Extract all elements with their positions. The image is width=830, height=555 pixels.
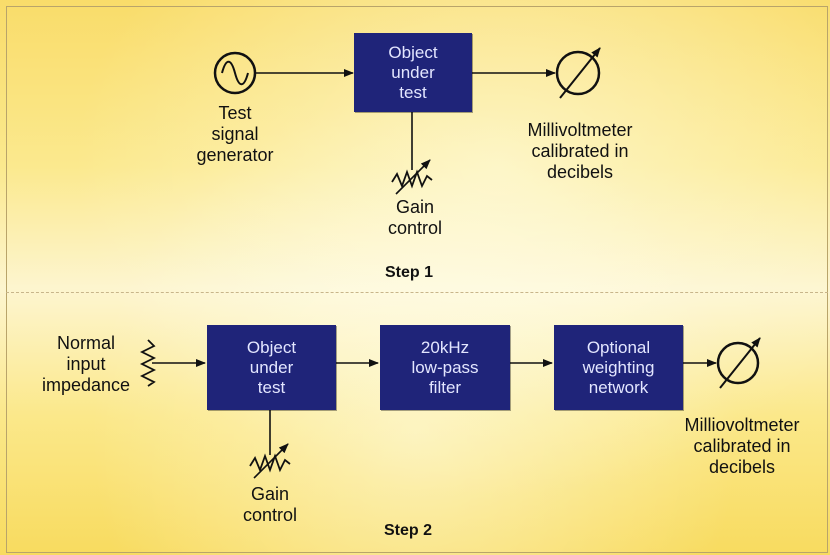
label-line: Gain [250,484,290,504]
label-line: control [242,505,298,525]
box-line: weighting [582,357,655,377]
label-line: decibels [708,457,776,477]
normal-input-impedance-label: Normal input impedance [36,333,136,396]
label-line: calibrated in [531,141,629,161]
label-line: Normal [56,333,115,353]
box-line: under [249,357,294,377]
milliovoltmeter-label: Milliovoltmeter calibrated in decibels [672,415,812,478]
gain-control-label: Gain control [240,484,300,526]
millivoltmeter-label: Millivoltmeter calibrated in decibels [515,120,645,183]
box-line: test [399,82,427,102]
label-line: generator [196,145,274,165]
variable-resistor-icon [249,443,291,479]
box-line: network [588,377,649,397]
box-line: Optional [586,337,651,357]
label-line: Millivoltmeter [527,120,633,140]
meter-icon [716,337,761,389]
label-line: control [387,218,443,238]
variable-resistor-icon [391,159,433,195]
step-divider [6,292,828,293]
step-2-title: Step 2 [384,522,433,539]
label-line: Gain [395,197,435,217]
test-signal-generator-label: Test signal generator [195,103,275,166]
gain-control-label: Gain control [385,197,445,239]
box-line: 20kHz [420,337,470,357]
label-line: impedance [41,375,131,395]
box-line: under [391,62,435,82]
label-line: decibels [546,162,614,182]
label-line: Test [218,103,252,123]
step-1-title: Step 1 [385,264,434,281]
label-line: input [66,354,106,374]
weighting-network-box: Optional weighting network [554,325,683,410]
diagram-frame [6,6,828,553]
impedance-zigzag-icon [139,339,157,387]
label-line: Milliovoltmeter [684,415,800,435]
box-line: Object [388,42,438,62]
label-line: calibrated in [693,436,791,456]
sine-source-icon [213,51,257,95]
object-under-test-box: Object under test [354,33,472,112]
box-line: test [257,377,286,397]
object-under-test-box: Object under test [207,325,336,410]
low-pass-filter-box: 20kHz low-pass filter [380,325,510,410]
label-line: signal [211,124,259,144]
box-line: filter [428,377,462,397]
box-line: low-pass [411,357,479,377]
box-line: Object [246,337,297,357]
meter-icon [555,47,601,99]
